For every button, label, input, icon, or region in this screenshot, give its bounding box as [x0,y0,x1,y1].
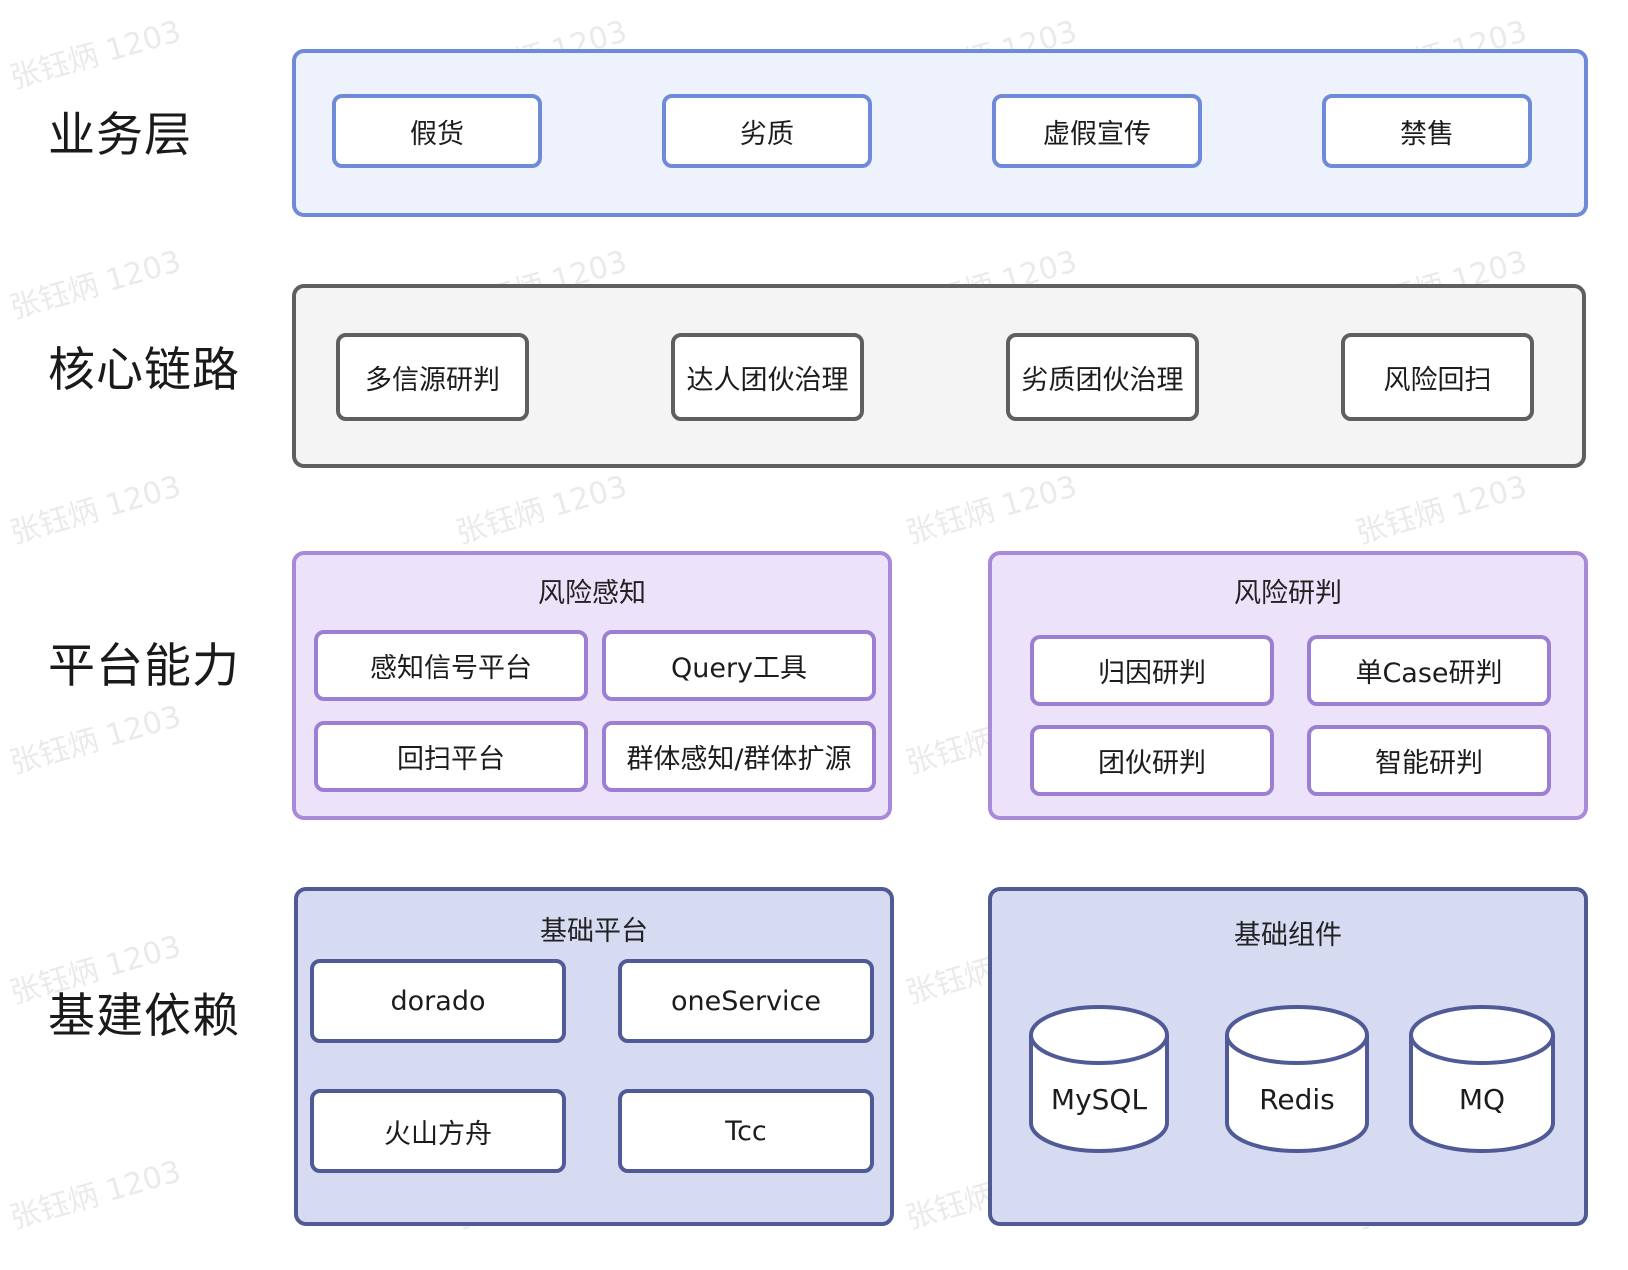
panel-title: 基础平台 [540,916,648,947]
infra-item[interactable]: dorado [310,959,566,1043]
cylinder-label: Redis [1259,1083,1335,1116]
core-item[interactable]: 风险回扫 [1341,333,1534,421]
layer-label-infra: 基建依赖 [48,989,240,1044]
platform-item[interactable]: Query工具 [602,630,876,701]
core-link-panel: 多信源研判 达人团伙治理 劣质团伙治理 风险回扫 [292,284,1586,468]
database-cylinder-redis[interactable]: Redis [1224,1003,1370,1155]
platform-item[interactable]: 回扫平台 [314,721,588,792]
watermark: 张钰炳 1203 [452,469,631,552]
layer-label-platform: 平台能力 [48,639,240,694]
base-components-panel: 基础组件 MySQL Redis MQ [988,887,1588,1226]
business-item[interactable]: 虚假宣传 [992,94,1202,168]
platform-item[interactable]: 归因研判 [1030,635,1274,706]
risk-perception-panel: 风险感知 感知信号平台 Query工具 回扫平台 群体感知/群体扩源 [292,551,892,820]
base-platform-panel: 基础平台 dorado oneService 火山方舟 Tcc [294,887,894,1226]
business-layer-panel: 假货 劣质 虚假宣传 禁售 [292,49,1588,217]
business-item[interactable]: 劣质 [662,94,872,168]
watermark: 张钰炳 1203 [6,14,185,97]
watermark: 张钰炳 1203 [902,469,1081,552]
core-item[interactable]: 劣质团伙治理 [1006,333,1199,421]
cylinder-label: MQ [1458,1083,1506,1116]
cylinder-icon [1225,1005,1369,1153]
core-item[interactable]: 多信源研判 [336,333,529,421]
cylinder-icon [1409,1005,1555,1153]
business-item[interactable]: 禁售 [1322,94,1532,168]
panel-title: 风险研判 [1234,578,1342,609]
platform-item[interactable]: 群体感知/群体扩源 [602,721,876,792]
panel-title: 基础组件 [1234,920,1342,951]
watermark: 张钰炳 1203 [1352,469,1531,552]
watermark: 张钰炳 1203 [6,469,185,552]
watermark: 张钰炳 1203 [6,699,185,782]
cylinder-icon [1029,1005,1169,1153]
infra-item[interactable]: 火山方舟 [310,1089,566,1173]
watermark: 张钰炳 1203 [6,1154,185,1237]
cylinder-label: MySQL [1050,1083,1148,1116]
infra-item[interactable]: oneService [618,959,874,1043]
layer-label-business: 业务层 [48,108,192,163]
risk-judgment-panel: 风险研判 归因研判 单Case研判 团伙研判 智能研判 [988,551,1588,820]
platform-item[interactable]: 感知信号平台 [314,630,588,701]
platform-item[interactable]: 单Case研判 [1307,635,1551,706]
layer-label-core: 核心链路 [48,343,240,398]
platform-item[interactable]: 智能研判 [1307,725,1551,796]
platform-item[interactable]: 团伙研判 [1030,725,1274,796]
business-item[interactable]: 假货 [332,94,542,168]
infra-item[interactable]: Tcc [618,1089,874,1173]
watermark: 张钰炳 1203 [6,244,185,327]
panel-title: 风险感知 [538,578,646,609]
database-cylinder-mysql[interactable]: MySQL [1028,1003,1170,1155]
core-item[interactable]: 达人团伙治理 [671,333,864,421]
database-cylinder-mq[interactable]: MQ [1408,1003,1556,1155]
